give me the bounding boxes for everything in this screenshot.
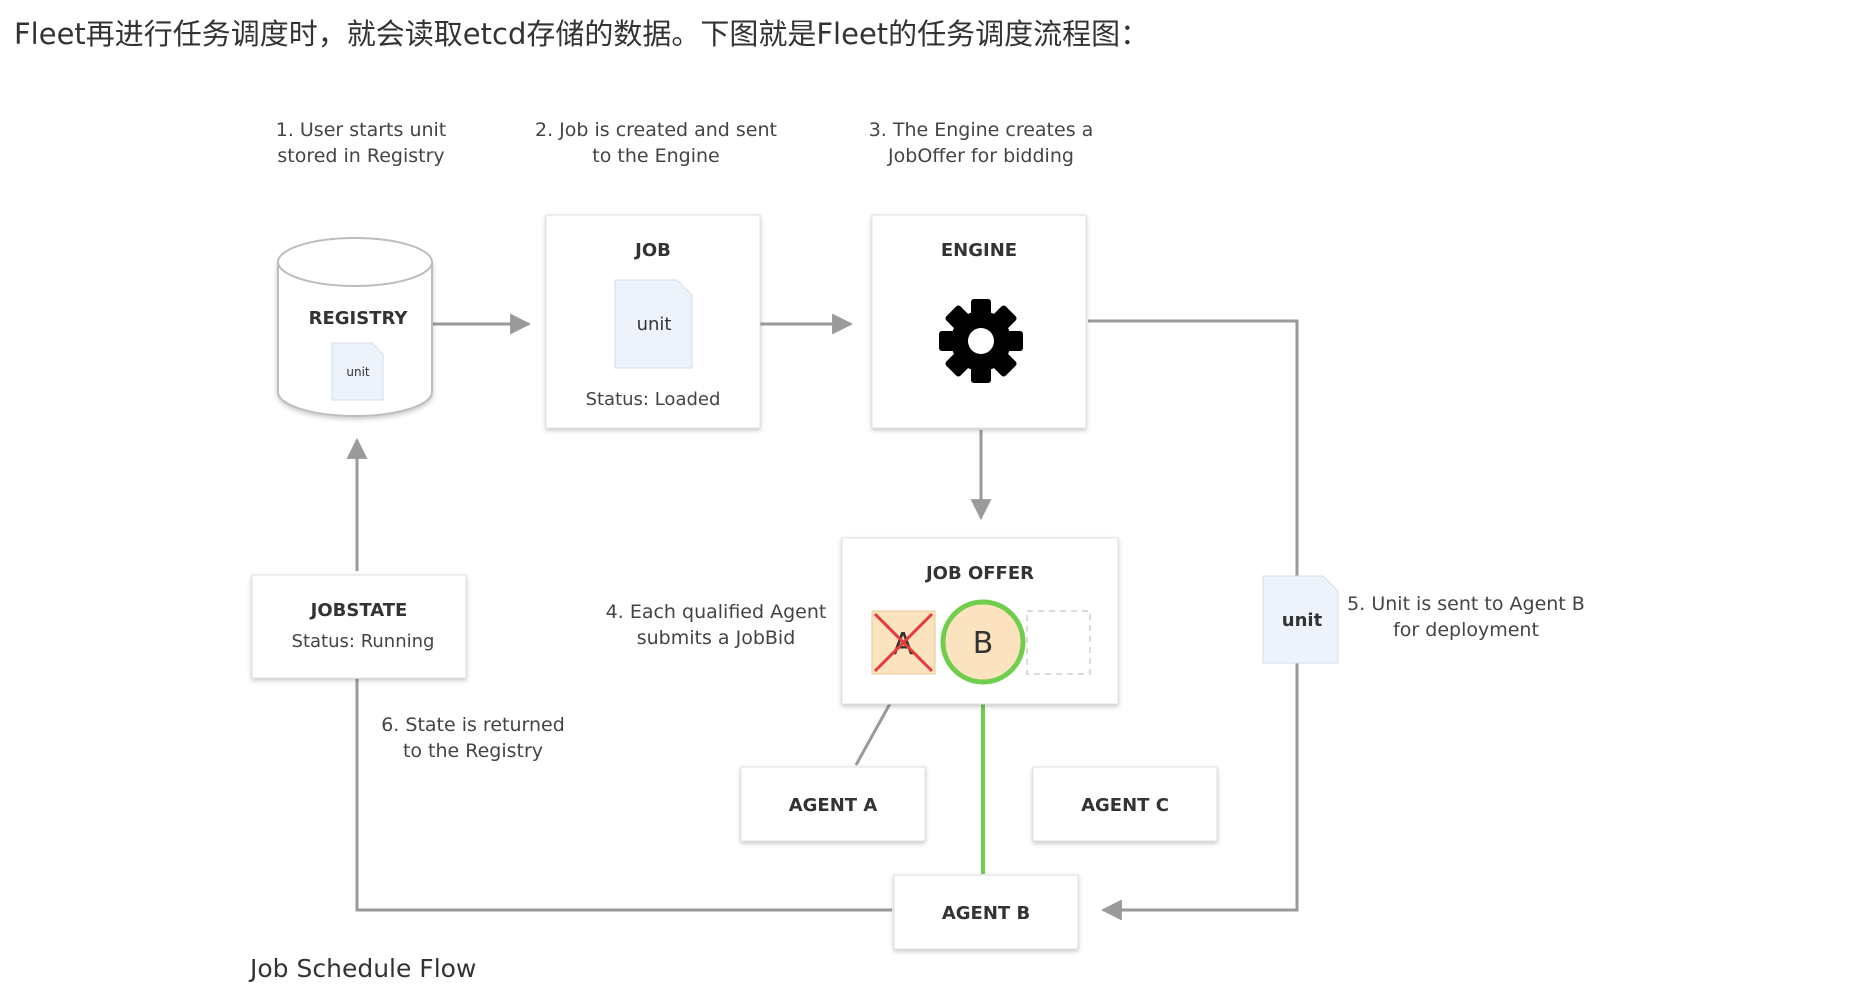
job-unit-doc bbox=[614, 279, 693, 369]
step-1-line-2: stored in Registry bbox=[277, 145, 444, 167]
transit-unit-doc-label: unit bbox=[1282, 610, 1323, 631]
step-3-line-1: 3. The Engine creates a bbox=[869, 119, 1094, 141]
job-label: JOB bbox=[633, 240, 671, 261]
job-offer-label: JOB OFFER bbox=[924, 563, 1034, 584]
agent-b-label: AGENT B bbox=[942, 903, 1030, 924]
transit-unit-doc: unit bbox=[1262, 575, 1339, 664]
registry-unit-doc-label: unit bbox=[346, 365, 370, 379]
agent-b-node: AGENT B bbox=[893, 874, 1079, 950]
job-offer-node: JOB OFFER A B bbox=[841, 537, 1119, 705]
registry-unit-doc bbox=[331, 342, 384, 401]
step-6-line-2: to the Registry bbox=[403, 740, 543, 762]
agent-c-node: AGENT C bbox=[1032, 766, 1218, 842]
step-labels: 1. User starts unit stored in Registry 2… bbox=[276, 119, 1585, 762]
jobstate-status: Status: Running bbox=[292, 631, 435, 652]
jobstate-node: JOBSTATE Status: Running bbox=[251, 574, 467, 679]
agent-a-label: AGENT A bbox=[789, 795, 878, 816]
gear-icon bbox=[939, 299, 1023, 383]
agent-b-box bbox=[893, 874, 1079, 950]
agent-a-box bbox=[740, 766, 926, 842]
registry-label: REGISTRY bbox=[309, 308, 409, 329]
jobstate-box bbox=[251, 574, 467, 679]
job-node: JOB unit Status: Loaded bbox=[545, 214, 761, 429]
reject-x-icon bbox=[873, 612, 934, 673]
step-4-line-2: submits a JobBid bbox=[637, 627, 796, 649]
registry-node: REGISTRY unit bbox=[277, 237, 433, 417]
job-unit-doc-label: unit bbox=[637, 314, 672, 335]
registry-cylinder-body bbox=[277, 262, 433, 417]
bid-b-label: B bbox=[973, 626, 994, 661]
step-1-line-1: 1. User starts unit bbox=[276, 119, 447, 141]
registry-cylinder-top bbox=[277, 237, 433, 287]
step-5-line-2: for deployment bbox=[1393, 619, 1539, 641]
transit-unit-doc-shape bbox=[1262, 575, 1339, 664]
step-3-line-2: JobOffer for bidding bbox=[887, 145, 1074, 167]
step-2-line-1: 2. Job is created and sent bbox=[535, 119, 777, 141]
jobstate-label: JOBSTATE bbox=[309, 600, 408, 621]
agent-a-node: AGENT A bbox=[740, 766, 926, 842]
step-2-line-2: to the Engine bbox=[592, 145, 719, 167]
intro-text: Fleet再进行任务调度时，就会读取etcd存储的数据。下图就是Fleet的任务… bbox=[14, 17, 1150, 51]
engine-node: ENGINE bbox=[871, 214, 1087, 429]
job-status: Status: Loaded bbox=[586, 389, 721, 410]
step-4-line-1: 4. Each qualified Agent bbox=[606, 601, 827, 623]
diagram-caption: Job Schedule Flow bbox=[250, 954, 477, 983]
bid-b bbox=[940, 599, 1026, 685]
step-5-line-1: 5. Unit is sent to Agent B bbox=[1347, 593, 1585, 615]
step-6-line-1: 6. State is returned bbox=[381, 714, 565, 736]
bid-empty-slot bbox=[1026, 610, 1091, 675]
agent-c-box bbox=[1032, 766, 1218, 842]
agent-c-label: AGENT C bbox=[1081, 795, 1169, 816]
engine-label: ENGINE bbox=[941, 240, 1017, 261]
arrow-agent-b-to-jobstate bbox=[355, 679, 892, 912]
